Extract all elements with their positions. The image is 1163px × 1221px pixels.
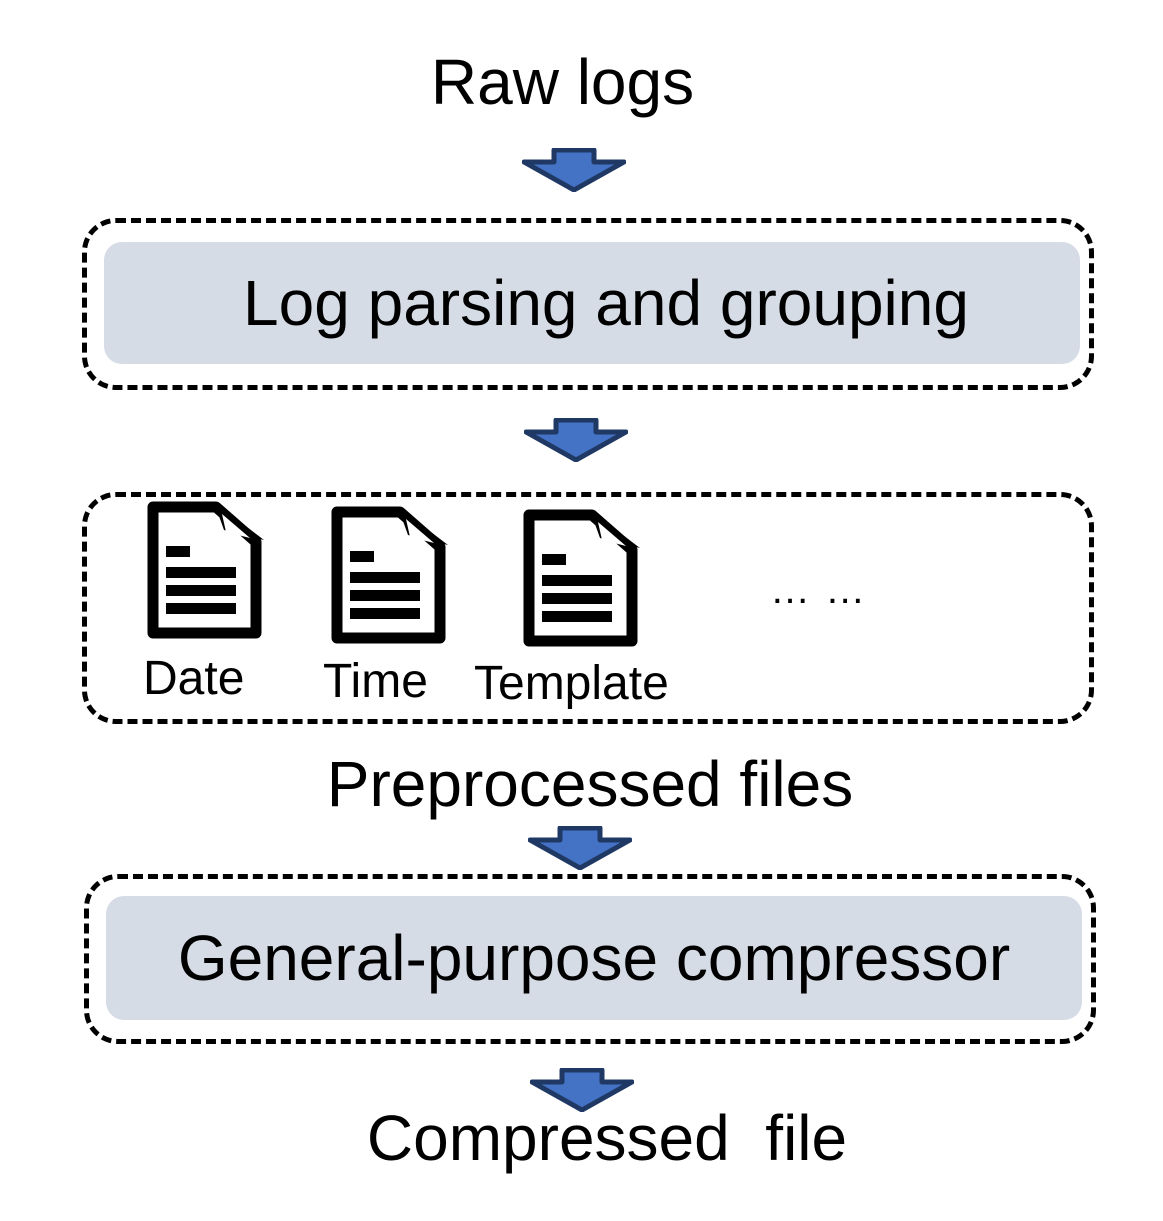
down-arrow-icon — [530, 1068, 634, 1112]
preprocessed-files-label: Preprocessed files — [326, 748, 854, 820]
template-file-label: Template — [474, 657, 669, 710]
log-parsing-box: Log parsing and grouping — [104, 242, 1080, 364]
document-icon — [331, 506, 448, 644]
time-file-label: Time — [323, 655, 428, 708]
date-file-label: Date — [143, 652, 245, 705]
down-arrow-icon — [524, 418, 628, 462]
document-icon — [523, 509, 640, 647]
down-arrow-icon — [528, 826, 632, 870]
raw-logs-label: Raw logs — [430, 46, 695, 118]
general-purpose-compressor-box: General-purpose compressor — [106, 896, 1082, 1020]
down-arrow-icon — [522, 148, 626, 192]
more-files-ellipsis: … … — [770, 568, 868, 612]
compressed-file-label: Compressed file — [366, 1102, 848, 1174]
preprocessed-files-box — [82, 492, 1094, 724]
compressor-stage-box — [84, 874, 1096, 1044]
parsing-stage-box — [82, 218, 1094, 390]
document-icon — [147, 501, 264, 639]
